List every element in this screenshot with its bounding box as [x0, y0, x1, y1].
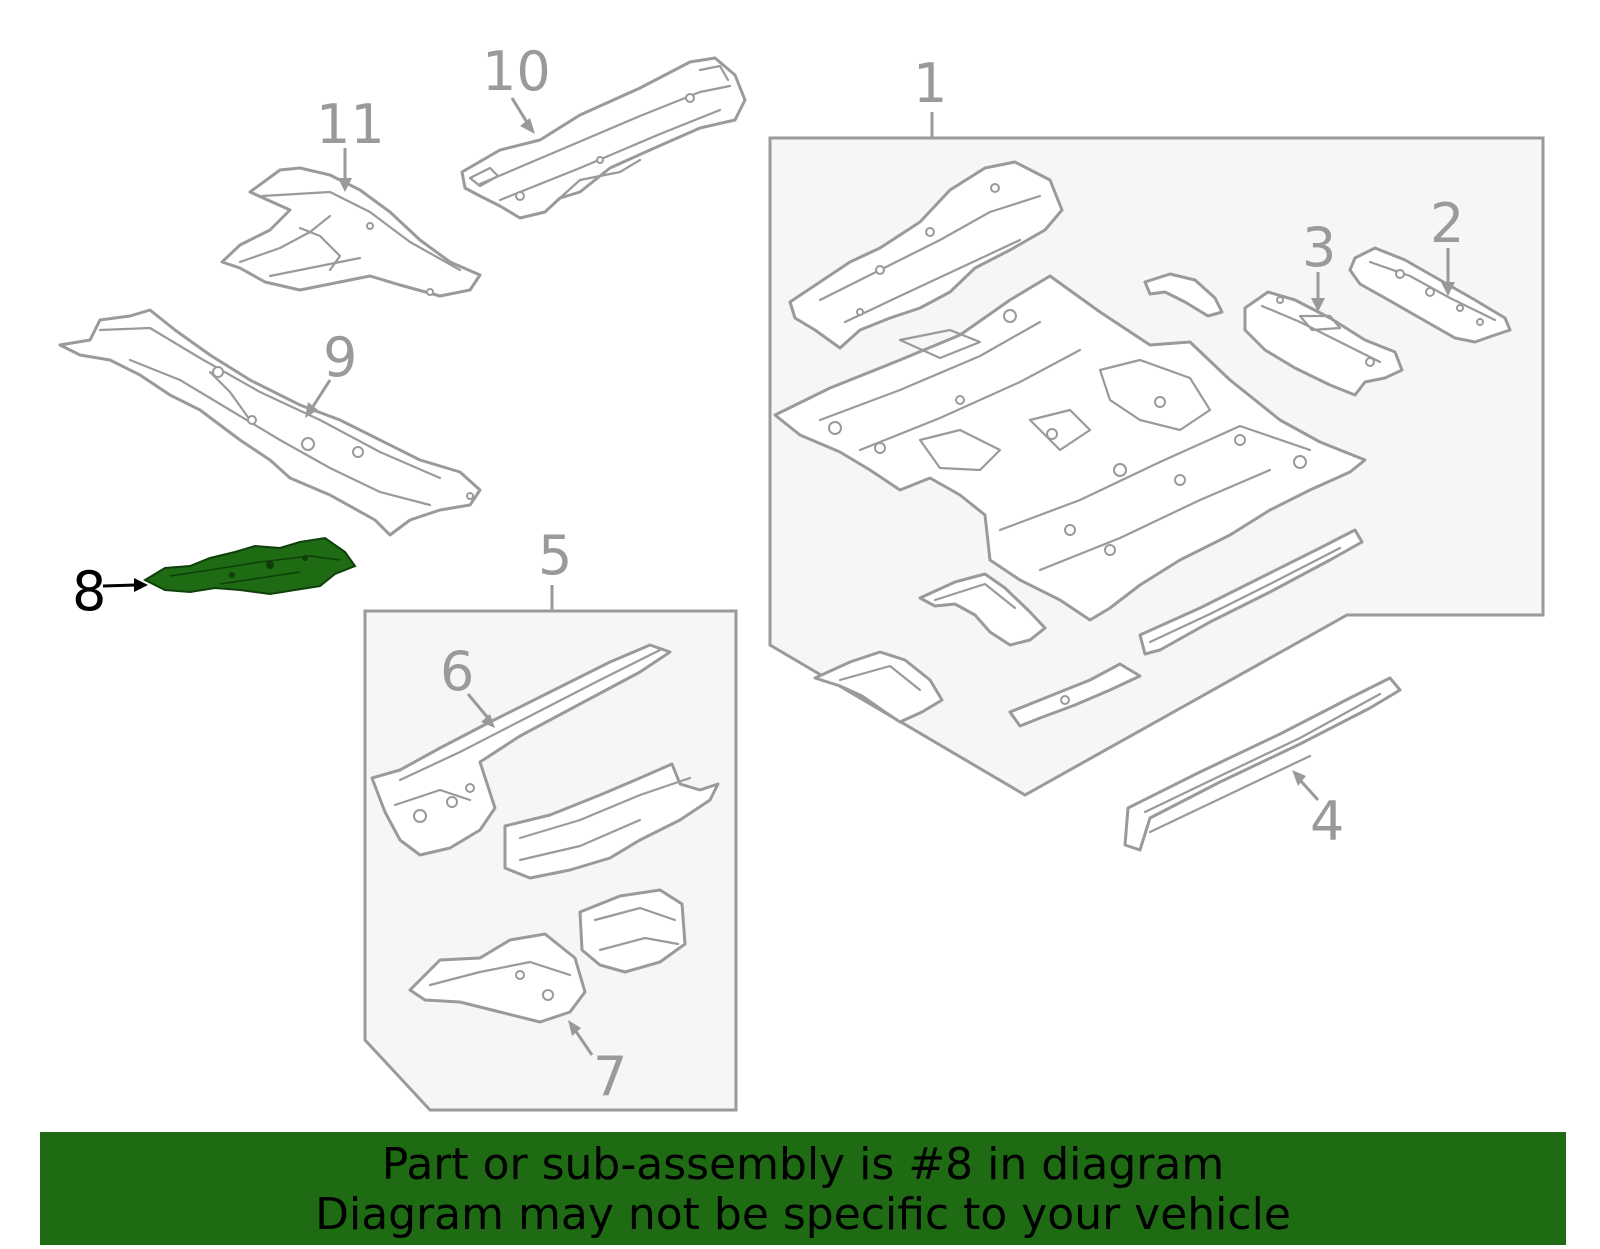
part-4-rocker [1123, 676, 1402, 852]
part-1-bracket-lower [813, 650, 944, 724]
part-9-panel [58, 308, 482, 537]
callout-8[interactable]: 8 [72, 560, 106, 623]
callout-11: 11 [316, 93, 385, 156]
part-1-floor-pan [773, 274, 1367, 622]
arrow-part-10 [520, 118, 535, 134]
leader-part-9 [310, 379, 332, 409]
callout-1: 1 [913, 52, 947, 115]
callout-7: 7 [593, 1045, 627, 1108]
part-1-rail-right [1138, 528, 1364, 656]
leader-part-8 [102, 583, 137, 588]
arrow-part-4 [1292, 770, 1306, 786]
part-6-front-rail [370, 643, 672, 857]
part-8-selected-panel[interactable] [142, 536, 357, 596]
part-1-seat-bracket-left [918, 572, 1047, 647]
part-3-crossmember [1243, 290, 1404, 397]
leader-part-7 [573, 1029, 594, 1056]
part-1-front-section [788, 160, 1064, 350]
leader-part-4 [1298, 778, 1320, 802]
callout-5: 5 [538, 524, 572, 587]
callout-2: 2 [1430, 192, 1464, 255]
callout-3: 3 [1302, 216, 1336, 279]
part-1-bracket-center [1008, 662, 1142, 728]
info-banner: Part or sub-assembly is #8 in diagram Di… [40, 1132, 1566, 1245]
callout-4: 4 [1310, 790, 1344, 853]
arrow-part-9 [305, 402, 318, 418]
callout-9: 9 [323, 326, 357, 389]
banner-part-notice: Part or sub-assembly is #8 in diagram [381, 1139, 1225, 1190]
part-5-rail-extension [503, 762, 720, 880]
arrow-part-11 [338, 178, 352, 192]
part-11-panel [220, 166, 482, 298]
arrow-part-7 [568, 1020, 581, 1036]
part-2-crossmember [1348, 246, 1512, 344]
banner-disclaimer: Diagram may not be specific to your vehi… [315, 1189, 1291, 1240]
arrow-part-8 [134, 578, 148, 592]
arrow-part-3 [1311, 298, 1325, 312]
arrow-part-2 [1441, 282, 1455, 296]
part-7-bracket-assembly [408, 888, 687, 1024]
arrow-part-6 [481, 714, 495, 728]
callout-6: 6 [440, 640, 474, 703]
leader-part-10 [510, 97, 530, 125]
leader-part-6 [466, 693, 490, 719]
part-1-small-bracket [1143, 272, 1224, 318]
part-10-panel [460, 56, 747, 220]
callout-10: 10 [482, 40, 551, 103]
